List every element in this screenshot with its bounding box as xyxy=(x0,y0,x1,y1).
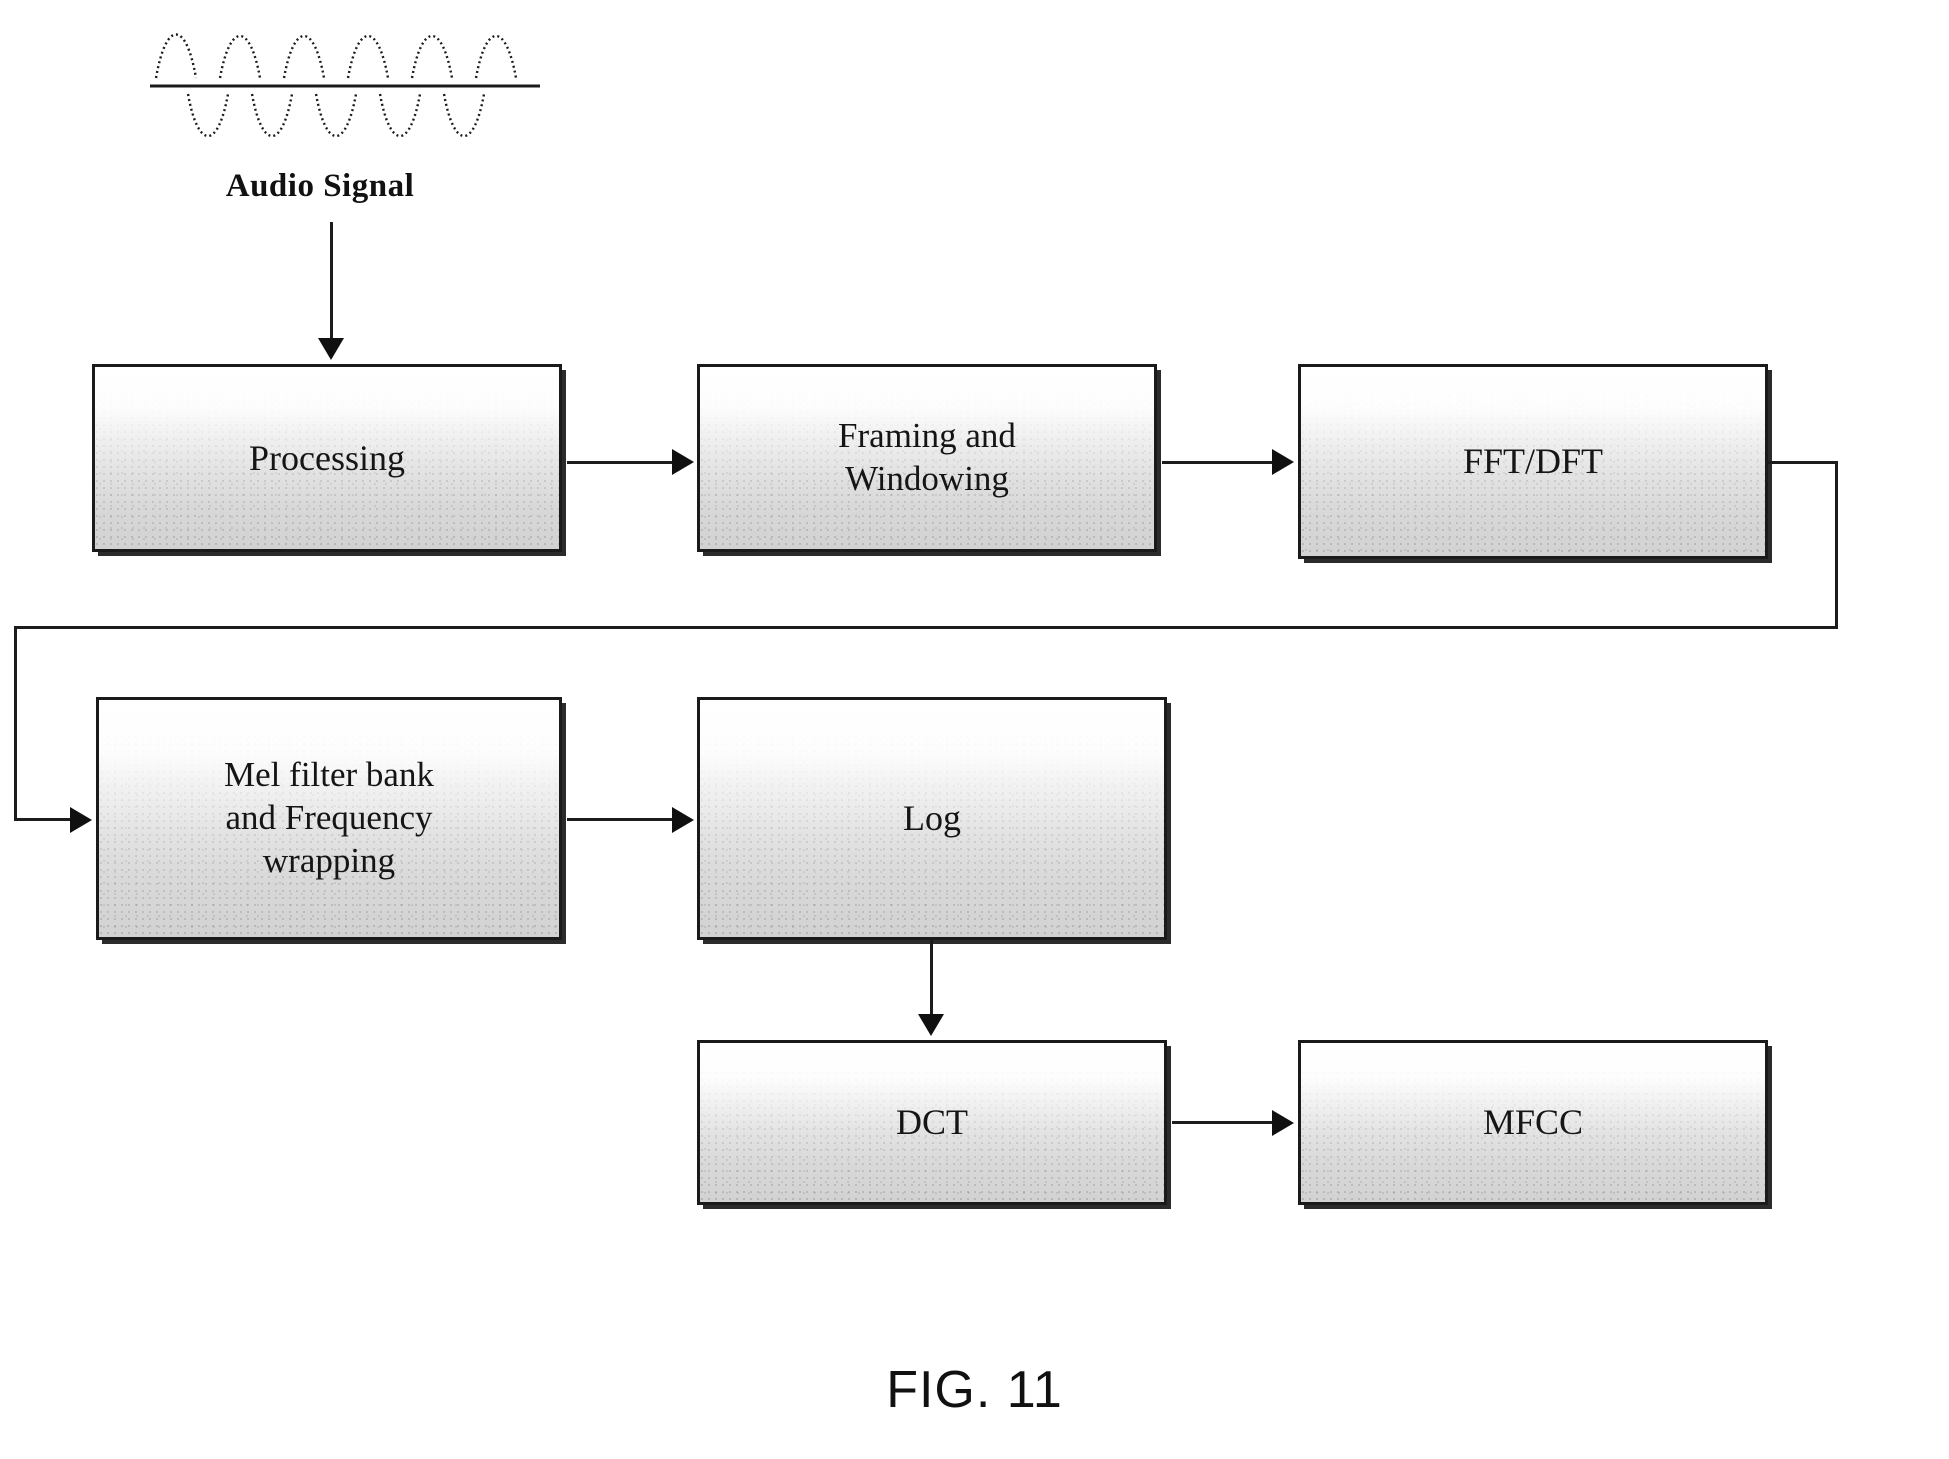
edge-audio-to-processing-line xyxy=(330,222,333,340)
edge-processing-to-framing-line xyxy=(567,461,677,464)
edge-dct-to-mfcc-line xyxy=(1172,1121,1274,1124)
node-dct[interactable]: DCT xyxy=(697,1040,1167,1205)
audio-waveform-icon xyxy=(150,10,540,170)
node-processing[interactable]: Processing xyxy=(92,364,562,552)
edge-fft-to-mel-seg-down-left xyxy=(14,626,17,821)
node-processing-label: Processing xyxy=(249,437,405,478)
node-framing-and-windowing-label: Framing and Windowing xyxy=(838,416,1016,498)
node-fft-dft[interactable]: FFT/DFT xyxy=(1298,364,1768,559)
node-mel-filter-bank-label: Mel filter bank and Frequency wrapping xyxy=(224,755,434,880)
node-mfcc[interactable]: MFCC xyxy=(1298,1040,1768,1205)
edge-framing-to-fft-line xyxy=(1162,461,1274,464)
node-mfcc-label: MFCC xyxy=(1482,1102,1584,1143)
arrow-right-icon xyxy=(672,449,694,475)
edge-fft-to-mel-seg-into-mel xyxy=(14,818,76,821)
node-log[interactable]: Log xyxy=(697,697,1167,940)
node-fft-dft-label: FFT/DFT xyxy=(1462,441,1604,482)
arrow-right-icon xyxy=(1272,449,1294,475)
edge-fft-to-mel-seg-right xyxy=(1768,461,1838,464)
node-framing-and-windowing[interactable]: Framing and Windowing xyxy=(697,364,1157,552)
figure-caption: FIG. 11 xyxy=(886,1361,1063,1419)
arrow-right-icon xyxy=(1272,1110,1294,1136)
arrow-down-icon xyxy=(318,338,344,360)
arrow-down-icon xyxy=(918,1014,944,1036)
arrow-right-icon xyxy=(672,807,694,833)
node-dct-label: DCT xyxy=(896,1102,968,1143)
node-mel-filter-bank[interactable]: Mel filter bank and Frequency wrapping xyxy=(96,697,562,940)
edge-mel-to-log-line xyxy=(567,818,677,821)
edge-fft-to-mel-seg-across xyxy=(14,626,1838,629)
edge-log-to-dct-line xyxy=(930,940,933,1018)
arrow-right-icon xyxy=(70,807,92,833)
node-log-label: Log xyxy=(903,798,961,839)
audio-signal-label: Audio Signal xyxy=(225,168,415,204)
edge-fft-to-mel-seg-down-right xyxy=(1835,461,1838,629)
